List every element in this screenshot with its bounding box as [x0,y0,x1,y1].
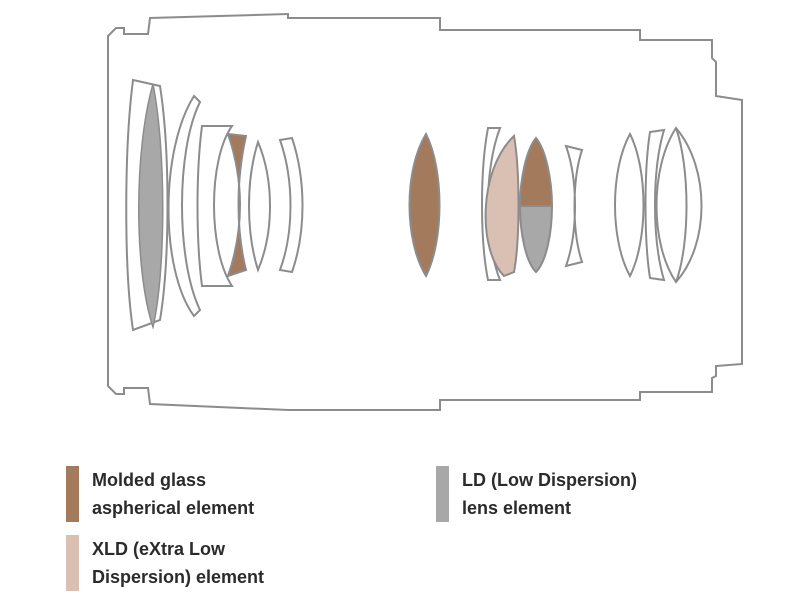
center-aspherical [408,131,441,279]
legend-xld-extra-low-dispersion: XLD (eXtra Low Dispersion) element [66,535,264,591]
legend-ld-line2: lens element [462,498,572,518]
swatch-xld-extra-low-dispersion [66,535,79,591]
rear-xld-element [484,133,520,278]
legend-xld-text: XLD (eXtra Low Dispersion) element [92,535,264,591]
legend-molded-line1: Molded glass [92,470,207,490]
lens-construction-diagram [107,12,743,411]
rear-cemented-doublet-outer [644,128,666,282]
legend-ld-low-dispersion: LD (Low Dispersion) lens element [436,466,637,522]
legend-molded-glass-aspherical: Molded glass aspherical element [66,466,254,522]
swatch-molded-glass-aspherical [66,466,79,522]
group1-biconvex [248,139,271,273]
legend-ld-text: LD (Low Dispersion) lens element [462,466,637,522]
rear-xld-holder [481,127,502,281]
rear-cemented-doublet-curve [675,127,688,283]
legend-xld-line2: Dispersion) element [92,567,265,587]
group1-concave [196,125,234,287]
lens-barrel-outline [107,12,743,411]
legend-molded-line2: aspherical element [92,498,255,518]
legend-molded-text: Molded glass aspherical element [92,466,254,522]
group1-aspherical [226,132,248,278]
rear-meniscus [564,144,584,268]
swatch-ld-low-dispersion [436,466,449,522]
front-ld-element-fill [138,83,164,330]
legend-xld-line1: XLD (eXtra Low [92,539,226,559]
rear-molded-ld-element-bottom [518,205,554,274]
rear-molded-ld-element-top [518,136,554,207]
rear-biconvex [614,131,645,279]
group1-meniscus [278,136,304,274]
rear-cemented-doublet-inner [655,126,703,284]
legend-ld-line1: LD (Low Dispersion) [462,470,637,490]
front-meniscus [167,94,202,318]
